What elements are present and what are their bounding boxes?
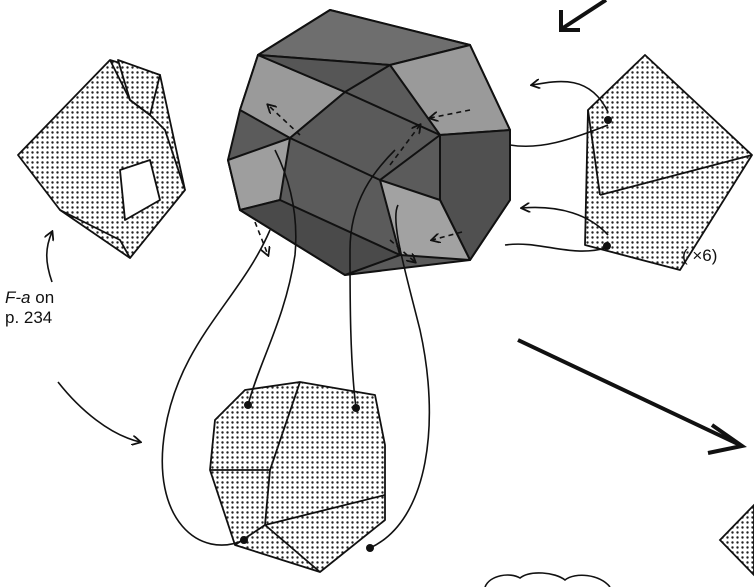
ref-f: F — [5, 288, 15, 307]
left-dotted-unit — [18, 60, 185, 258]
top-arrow — [561, 0, 606, 30]
right-dotted-unit — [585, 55, 752, 270]
long-arrow — [518, 340, 742, 453]
ref-arrows — [47, 232, 140, 442]
reference-page: p. 234 — [5, 308, 52, 328]
multiplier-label: ( ×6) — [682, 246, 717, 266]
ref-a: -a — [15, 288, 30, 307]
partial-cloud — [485, 573, 610, 587]
ref-on: on — [31, 288, 55, 307]
partial-shape — [720, 505, 754, 575]
reference-label: F-a on — [5, 288, 54, 308]
cube-model — [228, 10, 510, 275]
